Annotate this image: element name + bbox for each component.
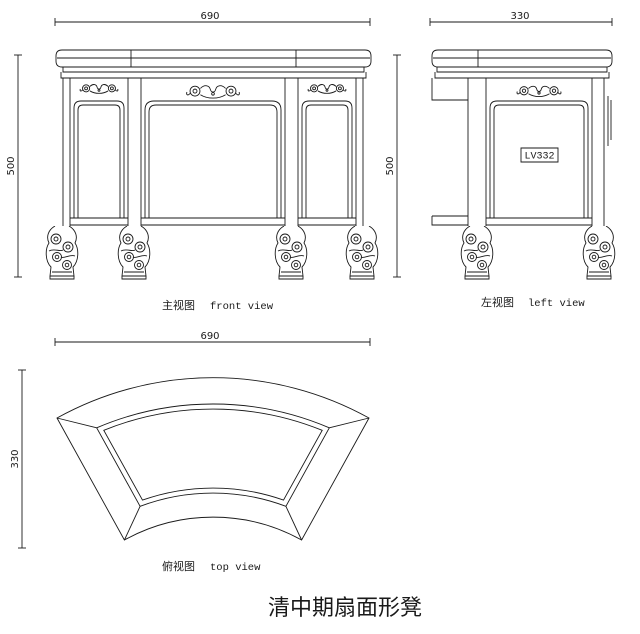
dimension-value: 500	[385, 156, 396, 175]
seat-top-outline	[56, 50, 371, 67]
apron-opening-center	[145, 101, 281, 218]
seat-panel-outer-edge	[97, 404, 330, 506]
top-view	[57, 378, 369, 540]
seat-top	[56, 50, 371, 67]
opening-frame	[145, 101, 281, 218]
opening-bead	[494, 105, 584, 218]
lower-stretcher	[70, 218, 356, 225]
stretcher-right	[298, 218, 356, 225]
front-view	[45, 50, 379, 280]
seat-top-outline	[432, 50, 612, 67]
stretcher-left	[70, 218, 128, 225]
leg-left	[468, 78, 486, 226]
leg-right-front	[285, 78, 298, 226]
scroll-carving-left	[79, 84, 119, 94]
frame-miter-line	[124, 506, 140, 540]
drawing-title: 清中期扇面形凳	[268, 596, 422, 621]
model-tag: LV332	[521, 148, 558, 163]
carved-foot	[45, 226, 79, 280]
apron-end-lower	[432, 216, 468, 225]
caption-chinese: 主视图	[162, 298, 195, 312]
waist-molding	[61, 72, 366, 78]
apron-opening	[490, 101, 588, 218]
opening-bead	[149, 105, 277, 218]
leg-right-outer	[356, 78, 363, 226]
dimension-value: 690	[200, 11, 219, 22]
carved-foot	[274, 226, 308, 280]
top-width-dimension: 690	[55, 331, 370, 346]
carved-foot	[345, 226, 379, 280]
leg-left-outer	[63, 78, 70, 226]
top-view-caption: 俯视图 top view	[162, 559, 261, 574]
opening-frame	[302, 101, 352, 218]
front-view-caption: 主视图 front view	[162, 298, 274, 313]
caption-english: top view	[210, 562, 261, 574]
caption-english: left view	[528, 298, 585, 310]
frame-miter-line	[286, 506, 302, 540]
apron-opening-right	[302, 101, 352, 218]
opening-frame	[490, 101, 588, 218]
apron-end-upper	[432, 78, 468, 100]
stretcher	[486, 218, 592, 225]
caption-english: front view	[210, 301, 274, 313]
stretcher-center	[141, 218, 285, 225]
carved-foot	[117, 226, 151, 280]
seat-panel-inner-edge	[104, 409, 322, 500]
scroll-carving	[516, 85, 562, 97]
waist-line	[437, 67, 607, 72]
front-height-dimension: 500	[6, 55, 22, 277]
leg-right	[592, 78, 611, 226]
frame-miter-line	[329, 418, 369, 428]
scroll-carving-center	[186, 85, 240, 99]
lower-stretcher	[486, 218, 592, 225]
opening-bead	[306, 105, 348, 218]
dimension-value: 500	[6, 156, 17, 175]
tag-box	[521, 148, 558, 162]
caption-chinese: 俯视图	[162, 559, 195, 573]
waist-band	[435, 67, 609, 78]
scroll-carving-right	[307, 84, 347, 94]
left-view: LV332	[432, 50, 616, 280]
frame-miter-line	[57, 418, 97, 428]
left-width-dimension: 330	[430, 11, 612, 26]
left-height-dimension: 500	[385, 55, 401, 277]
waist-band	[61, 67, 366, 78]
waist-molding	[435, 72, 609, 78]
dimension-value: 690	[200, 331, 219, 342]
leg-left-front	[128, 78, 141, 226]
dimension-value: 330	[510, 11, 529, 22]
tag-label: LV332	[524, 152, 554, 163]
apron-opening-left	[74, 101, 124, 218]
carved-foot	[460, 226, 494, 280]
caption-chinese: 左视图	[481, 295, 514, 309]
fan-seat-outline	[57, 378, 369, 540]
left-view-caption: 左视图 left view	[481, 295, 585, 310]
top-depth-dimension: 330	[10, 370, 26, 548]
opening-frame	[74, 101, 124, 218]
dimension-value: 330	[10, 449, 21, 468]
side-apron-end	[432, 78, 468, 225]
front-width-dimension: 690	[55, 11, 370, 26]
carved-foot	[582, 226, 616, 280]
opening-bead	[78, 105, 120, 218]
seat-top	[432, 50, 612, 67]
waist-line	[63, 67, 364, 72]
